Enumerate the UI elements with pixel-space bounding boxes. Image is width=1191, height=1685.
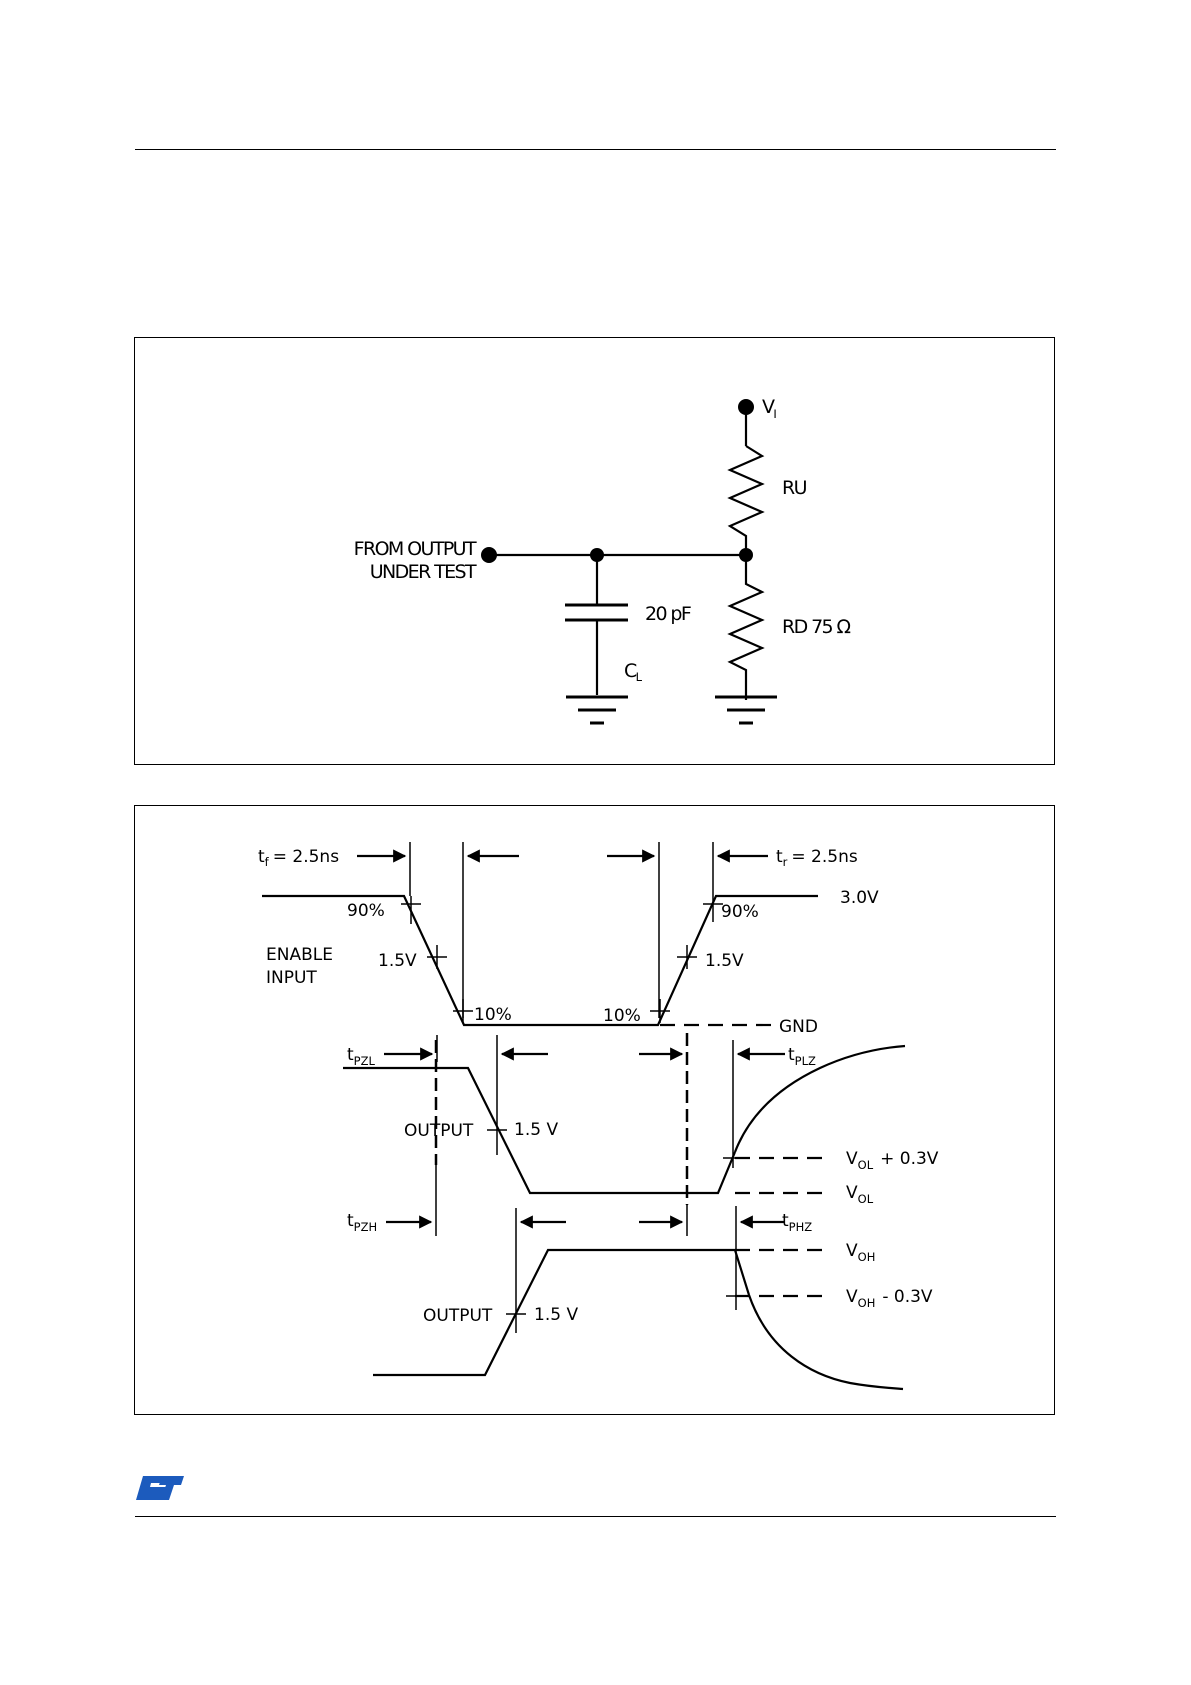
st-logo [136, 1476, 184, 1500]
enable-input-label-line1: ENABLE [266, 945, 333, 965]
pct10-left-label: 10% [474, 1005, 512, 1025]
ground-symbol-rd [715, 697, 777, 723]
gnd-label: GND [779, 1017, 818, 1037]
v15-left-label: 1.5V [378, 951, 417, 971]
tpzl-label: tPZL [347, 1045, 375, 1068]
v15-right-label: 1.5V [705, 951, 744, 971]
vol-label: VOL [846, 1183, 874, 1206]
vol-plus-03-label: VOL+ 0.3V [846, 1149, 939, 1172]
tf-label: tf= 2.5ns [258, 847, 339, 869]
output-high-tristate-curve [749, 1295, 903, 1389]
timing-diagram: tf= 2.5ns tr= 2.5ns 3.0V 90% 90% ENABLE … [258, 842, 939, 1389]
pct90-left-label: 90% [347, 901, 385, 921]
capacitor-label: CL [624, 660, 643, 684]
output-low-tristate-curve [735, 1046, 905, 1152]
output-high-15v-label: 1.5 V [534, 1305, 578, 1325]
voh-minus-03-label: VOH- 0.3V [846, 1287, 933, 1310]
output-low-15v-label: 1.5 V [514, 1120, 558, 1140]
input-label-line2: UNDER TEST [370, 561, 477, 583]
capacitance-value: 20 pF [645, 603, 691, 625]
tphz-label: tPHZ [782, 1211, 812, 1234]
output-high-label: OUTPUT [423, 1306, 493, 1326]
ru-resistor [730, 446, 762, 555]
voh-label: VOH [846, 1241, 875, 1264]
tpzh-label: tPZH [347, 1211, 377, 1234]
rd-resistor [730, 555, 762, 700]
supply-label: VI [762, 396, 776, 421]
input-label-line1: FROM OUTPUT [354, 538, 477, 560]
rd-label: RD 75 Ω [782, 616, 850, 638]
test-circuit: FROM OUTPUT UNDER TEST VI RU RD 75 Ω 20 … [354, 396, 851, 723]
tplz-label: tPLZ [788, 1045, 816, 1068]
ru-label: RU [782, 477, 807, 499]
pct90-right-label: 90% [721, 902, 759, 922]
supply-node [738, 399, 754, 415]
output-low-label: OUTPUT [404, 1121, 474, 1141]
pct10-right-label: 10% [603, 1006, 641, 1026]
tr-label: tr= 2.5ns [776, 847, 858, 869]
resistor-junction-node [739, 548, 753, 562]
voltage-3v-label: 3.0V [840, 888, 879, 908]
cap-junction-node [590, 548, 604, 562]
ground-symbol-cap [566, 697, 628, 723]
enable-input-label-line2: INPUT [266, 968, 317, 988]
input-node [481, 547, 497, 563]
enable-tick-marks [401, 896, 723, 1023]
